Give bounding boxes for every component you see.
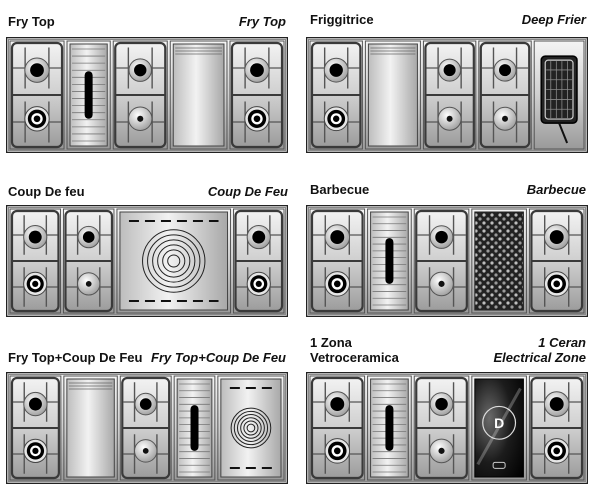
ceran-induction-zone-module: D [471, 375, 527, 481]
panel-3-label-it: Coup De feu [8, 184, 85, 199]
panel-1-label-it: Fry Top [8, 14, 55, 29]
fry-top-grooved-module [367, 208, 412, 314]
panel-2-label-en: Deep Frier [521, 12, 586, 27]
barbecue-grill-module [471, 208, 527, 314]
fry-top-smooth-module [63, 375, 118, 481]
gas-burner-pair-module [9, 40, 65, 150]
gas-burner-pair-small-module [422, 40, 477, 150]
ceran-zone-letter: D [494, 415, 504, 431]
gas-burner-pair-module [528, 375, 585, 481]
gas-burner-pair-module [309, 208, 366, 314]
panel-6-ceran-zone-range: D [306, 372, 588, 484]
panel-2-label-it: Friggitrice [310, 12, 374, 27]
gas-burner-pair-small-module [478, 40, 532, 150]
panel-1-label-en: Fry Top [238, 14, 286, 29]
gas-burner-pair-small-module [413, 375, 470, 481]
gas-burner-pair-module [229, 40, 285, 150]
panel-2-deep-frier-range [306, 37, 588, 153]
panel-1-fry-top-range [6, 37, 288, 153]
fry-top-smooth-module [364, 40, 421, 150]
fry-top-grooved-module [367, 375, 412, 481]
gas-burner-pair-small-module [62, 208, 115, 314]
panel-3-coup-de-feu-range [6, 205, 288, 317]
gas-burner-pair-module [309, 40, 363, 150]
coup-de-feu-plate-module [116, 208, 232, 314]
panel-6-label-en: 1 Ceran Electrical Zone [493, 335, 586, 365]
panel-5-label-en: Fry Top+Coup De Feu [151, 350, 286, 365]
gas-burner-pair-module [309, 375, 366, 481]
deep-fryer-basket-module [533, 40, 585, 150]
panel-6-label-it: 1 Zona Vetroceramica [310, 335, 399, 365]
fry-top-grooved-module [173, 375, 216, 481]
gas-burner-pair-small-module [112, 40, 168, 150]
gas-burner-pair-small-module [413, 208, 470, 314]
gas-burner-pair-module [233, 208, 285, 314]
panel-4-label-en: Barbecue [526, 182, 586, 197]
panel-5-fry-top-coup-de-feu-range [6, 372, 288, 484]
gas-burner-pair-module [9, 375, 62, 481]
fry-top-smooth-module [169, 40, 228, 150]
panel-4-label-it: Barbecue [310, 182, 370, 197]
panel-5-label-it: Fry Top+Coup De Feu [8, 350, 143, 365]
gas-burner-pair-module [528, 208, 585, 314]
panel-3-label-en: Coup De Feu [207, 184, 288, 199]
gas-burner-pair-module [9, 208, 61, 314]
coup-de-feu-plate-module [217, 375, 285, 481]
panel-4-barbecue-range [306, 205, 588, 317]
fry-top-grooved-module [66, 40, 111, 150]
gas-burner-pair-small-module [119, 375, 172, 481]
